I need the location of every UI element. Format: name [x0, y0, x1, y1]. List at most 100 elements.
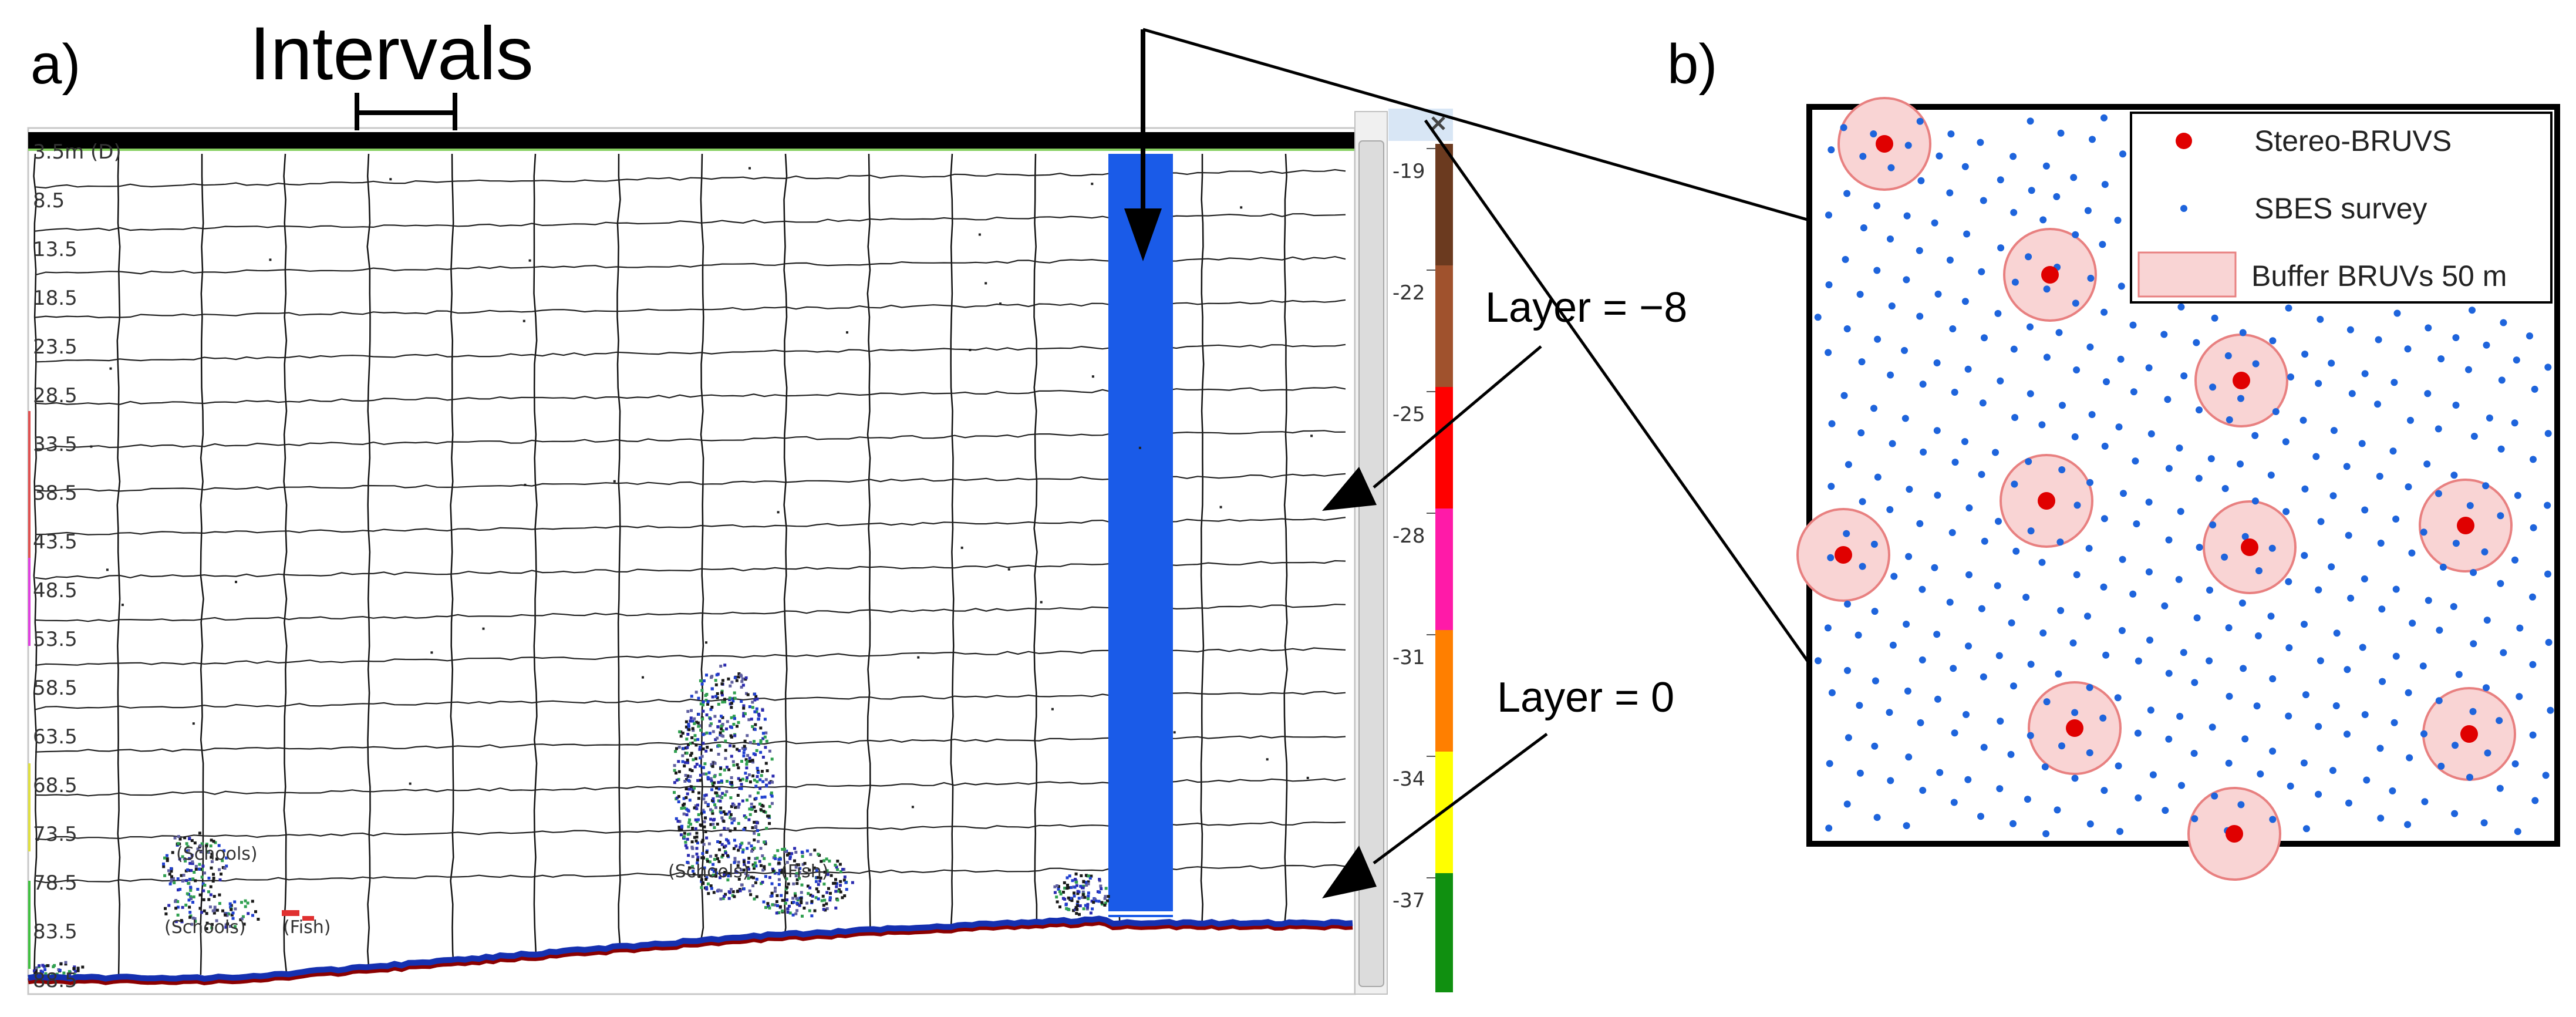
sbes-ping [1859, 498, 1866, 506]
school-ping [682, 803, 685, 807]
school-ping [699, 702, 703, 706]
school-ping [767, 814, 770, 818]
school-ping [697, 791, 701, 794]
sbes-ping [2287, 373, 2294, 380]
school-ping [1067, 896, 1070, 900]
fish-schools [33, 167, 1313, 980]
school-ping [771, 867, 774, 871]
school-ping [724, 844, 727, 848]
school-ping [741, 848, 745, 851]
sbes-ping [2315, 380, 2322, 387]
noise-ping [984, 282, 987, 285]
school-ping [1076, 890, 1080, 893]
school-ping [180, 919, 183, 922]
school-ping [1087, 894, 1090, 898]
sbes-ping [2089, 136, 2096, 143]
sbes-ping [2165, 536, 2173, 544]
school-ping [707, 892, 710, 895]
depth-label: 58.5 [33, 676, 77, 700]
sbes-ping [2239, 329, 2247, 336]
school-ping [780, 894, 783, 897]
school-ping [1087, 874, 1090, 878]
school-ping [1097, 900, 1101, 903]
school-ping [711, 765, 714, 768]
school-ping [170, 877, 173, 880]
school-ping [721, 679, 724, 682]
school-ping [727, 872, 731, 875]
school-ping [207, 851, 210, 854]
school-ping [694, 743, 698, 747]
school-ping [726, 854, 729, 857]
school-ping [823, 870, 827, 874]
school-ping [228, 902, 232, 905]
sbes-ping [2147, 706, 2154, 714]
school-ping [721, 853, 724, 857]
school-ping [1075, 908, 1079, 911]
sbes-ping [2039, 216, 2047, 224]
school-ping [783, 870, 786, 873]
school-ping [710, 705, 714, 709]
school-ping [729, 829, 732, 833]
sbes-ping [2408, 549, 2416, 557]
school-ping [740, 841, 744, 845]
school-ping [709, 808, 712, 811]
school-ping [755, 707, 758, 710]
school-ping [763, 718, 767, 721]
school-ping [700, 840, 704, 844]
school-ping [737, 821, 740, 825]
school-ping [777, 878, 781, 881]
school-ping [686, 809, 690, 812]
interval-line [616, 153, 621, 948]
sbes-ping [1936, 769, 1944, 776]
school-ping [1075, 884, 1078, 887]
school-ping [713, 858, 716, 861]
depth-label: 68.5 [33, 774, 77, 797]
school-ping [801, 914, 804, 918]
school-ping [762, 810, 766, 813]
scrollbar-thumb[interactable] [1358, 140, 1384, 987]
school-ping [726, 839, 730, 843]
school-ping [758, 802, 761, 806]
school-ping [747, 841, 751, 845]
school-ping [776, 849, 780, 853]
sbes-ping [1917, 719, 1924, 726]
school-ping [795, 901, 799, 905]
school-ping [773, 854, 777, 858]
school-ping [743, 860, 746, 863]
school-ping [193, 871, 196, 874]
school-ping [699, 729, 703, 732]
sbes-ping [2516, 624, 2524, 632]
school-ping [720, 856, 724, 858]
intervals-bracket [355, 93, 457, 130]
school-ping [805, 901, 809, 905]
school-ping [712, 870, 716, 873]
sbes-ping [2469, 307, 2476, 314]
sbes-ping [1934, 695, 1941, 703]
sbes-ping [1916, 312, 1924, 320]
sbes-ping [2348, 390, 2356, 398]
school-ping [792, 882, 795, 885]
school-ping [200, 911, 203, 914]
school-ping [753, 728, 757, 731]
sbes-ping [2389, 447, 2397, 455]
school-ping [220, 873, 222, 876]
sbes-ping [1874, 473, 1882, 481]
sbes-ping [2377, 540, 2385, 547]
school-ping [162, 862, 165, 866]
school-ping [673, 764, 676, 767]
school-ping [38, 964, 41, 968]
school-ping [690, 769, 694, 772]
school-ping [689, 742, 692, 745]
school-ping [680, 828, 683, 831]
school-ping [754, 723, 757, 726]
sbes-ping [1948, 529, 1956, 536]
school-ping [1081, 886, 1085, 890]
sbes-ping [2301, 351, 2309, 358]
depth-label: 73.5 [33, 823, 77, 846]
school-ping [699, 765, 702, 767]
sbes-ping [2240, 665, 2247, 672]
school-ping [203, 884, 207, 887]
school-ping [756, 766, 759, 770]
school-ping [677, 800, 680, 803]
close-icon[interactable] [1431, 116, 1445, 130]
